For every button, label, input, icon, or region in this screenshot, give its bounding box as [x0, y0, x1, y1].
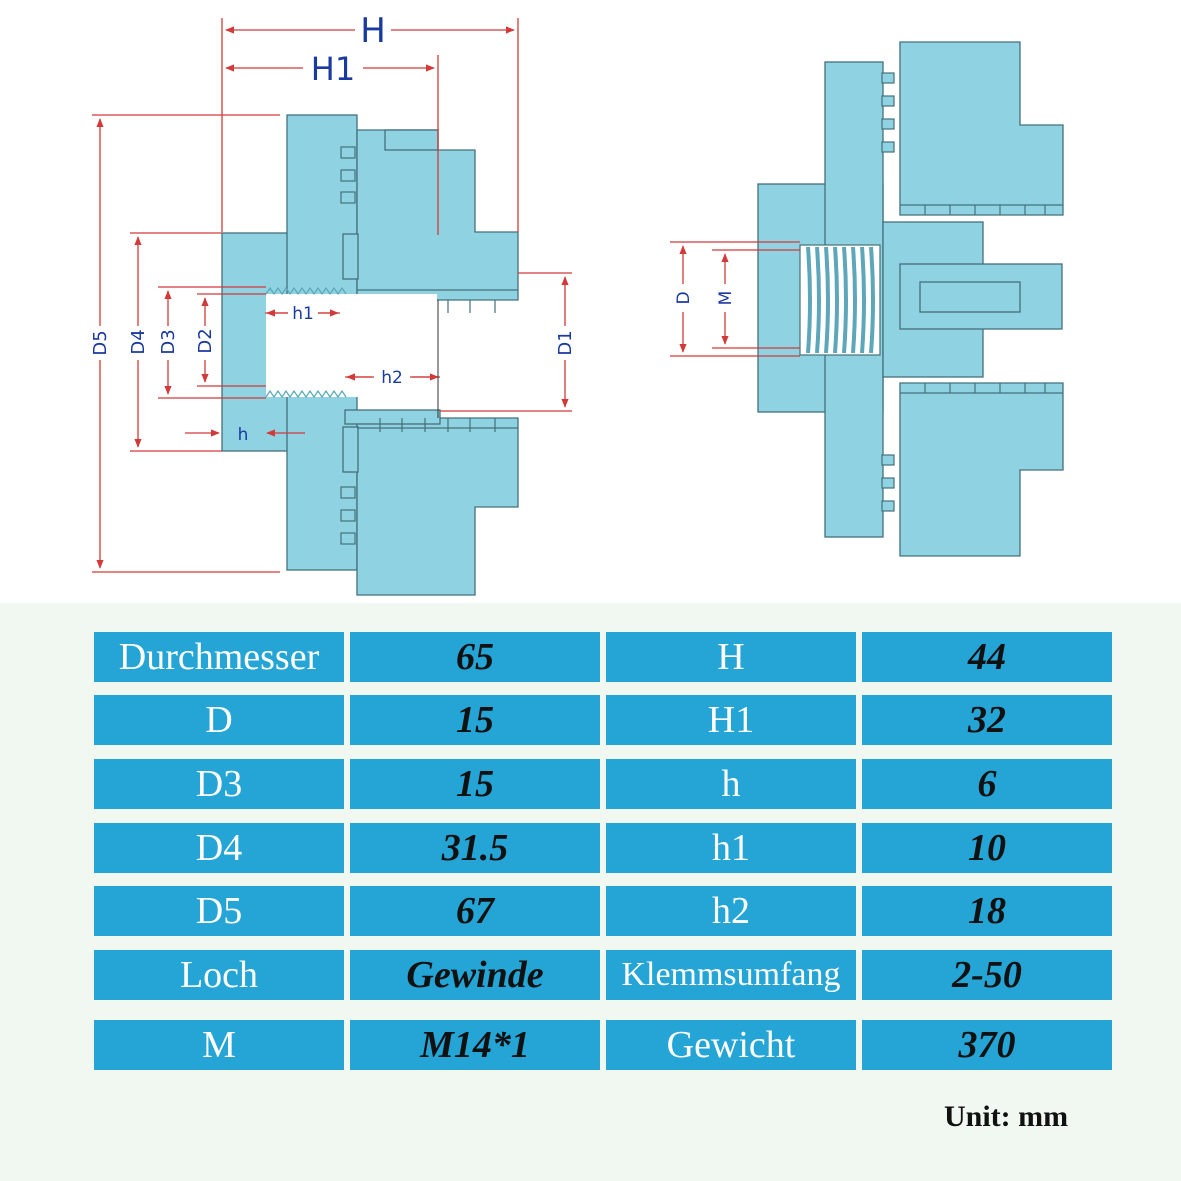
left-jaw-slots	[340, 146, 356, 545]
right-lower-jaw	[899, 382, 1064, 557]
chuck-technical-drawing: H H1 h1 h2 h D5 D4 D3 D2 D1	[90, 11, 1064, 596]
table-value-1: 31.5	[350, 823, 600, 873]
table-key-1: Durchmesser	[94, 632, 344, 682]
table-key-1: D4	[94, 823, 344, 873]
table-value-2: 10	[862, 823, 1112, 873]
unit-label: Unit: mm	[944, 1100, 1069, 1133]
body-step-bottom	[342, 426, 359, 473]
dim-label-D2: D2	[195, 328, 216, 353]
dim-label-D5: D5	[90, 330, 111, 355]
right-chuck-view	[757, 41, 1064, 557]
table-value-2: 32	[862, 695, 1112, 745]
table-key-1: M	[94, 1020, 344, 1070]
table-key-1: Loch	[94, 950, 344, 1000]
table-key-2: h	[606, 759, 856, 809]
table-key-2: h1	[606, 823, 856, 873]
dim-label-M: M	[716, 291, 736, 306]
table-key-2: H	[606, 632, 856, 682]
table-key-1: D3	[94, 759, 344, 809]
right-thread-lines	[806, 246, 875, 354]
right-center-inner	[919, 281, 1021, 313]
table-key-2: Klemmsumfang	[606, 950, 856, 1000]
right-threaded-bore	[799, 244, 881, 356]
table-key-1: D	[94, 695, 344, 745]
dim-label-h1: h1	[292, 304, 314, 324]
table-value-1: 15	[350, 759, 600, 809]
table-value-2: 6	[862, 759, 1112, 809]
right-upper-jaw	[899, 41, 1064, 216]
table-value-2: 370	[862, 1020, 1112, 1070]
table-key-1: D5	[94, 886, 344, 936]
dim-label-D4: D4	[128, 329, 149, 354]
table-value-1: 15	[350, 695, 600, 745]
table-key-2: Gewicht	[606, 1020, 856, 1070]
lower-jaw-step	[344, 409, 441, 425]
table-value-2: 2-50	[862, 950, 1112, 1000]
table-key-2: h2	[606, 886, 856, 936]
right-jaw-teeth	[900, 204, 1063, 394]
body-step-top	[342, 233, 359, 280]
upper-jaw-top	[384, 129, 439, 151]
table-value-1: M14*1	[350, 1020, 600, 1070]
table-value-1: Gewinde	[350, 950, 600, 1000]
left-thread	[265, 286, 347, 399]
table-value-2: 44	[862, 632, 1112, 682]
table-value-2: 18	[862, 886, 1112, 936]
lower-jaw	[356, 417, 519, 596]
dim-label-D3: D3	[158, 329, 179, 354]
table-key-2: H1	[606, 695, 856, 745]
dim-label-D: D	[674, 291, 694, 304]
table-value-1: 67	[350, 886, 600, 936]
right-jaw-slots	[881, 72, 895, 512]
dim-label-D1: D1	[555, 330, 576, 355]
dim-label-H1: H1	[311, 50, 355, 88]
dim-label-H: H	[360, 11, 386, 51]
dim-label-h: h	[238, 425, 249, 445]
dim-label-h2: h2	[381, 368, 403, 388]
table-value-1: 65	[350, 632, 600, 682]
